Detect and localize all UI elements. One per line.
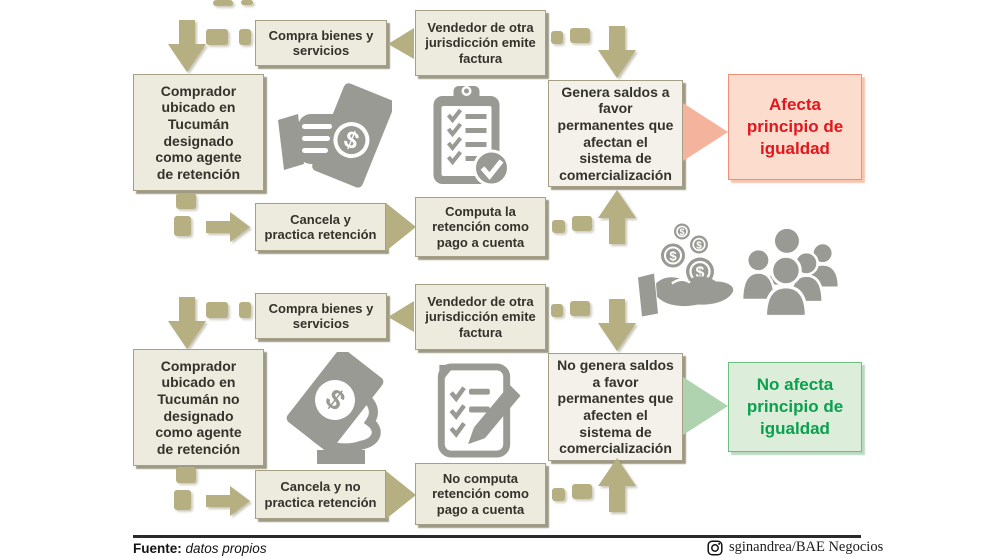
money-into-open-hand-icon: $	[286, 352, 384, 464]
box-vendedor-top: Vendedor de otra jurisdicción emite fact…	[415, 10, 546, 76]
hand-grabbing-money-icon: $	[278, 83, 392, 188]
flow-dash	[572, 484, 592, 499]
box-no-genera-saldos: No genera saldos a favor permanentes que…	[548, 353, 683, 461]
arrow-up-icon	[598, 458, 636, 512]
source-note: Fuente: datos propios	[133, 541, 267, 556]
flow-dash	[174, 490, 191, 510]
source-label: Fuente:	[133, 541, 182, 556]
flow-dash	[551, 304, 563, 317]
flow-dash	[552, 220, 565, 233]
box-genera-saldos: Genera saldos a favor permanentes que af…	[548, 80, 683, 187]
box-cancela-no-practica: Cancela y no practica retención	[255, 470, 386, 519]
flow-dash	[176, 193, 196, 209]
arrow-right-icon	[206, 486, 250, 516]
box-afecta-igualdad: Afecta principio de igualdad	[728, 74, 862, 180]
flow-dash	[551, 31, 563, 44]
svg-text:$: $	[696, 265, 705, 282]
people-group-icon	[740, 226, 840, 318]
flow-dash	[239, 302, 251, 318]
flow-dash	[206, 302, 228, 318]
box-no-afecta-igualdad: No afecta principio de igualdad	[728, 362, 862, 452]
flow-dash	[239, 29, 251, 45]
svg-text:$: $	[679, 227, 684, 237]
box-comprador-designado: Comprador ubicado en Tucumán designado c…	[133, 74, 264, 191]
arrow-right-negative-icon	[683, 103, 728, 161]
arrowhead-left-icon	[388, 301, 414, 332]
arrowhead-right-icon	[386, 471, 416, 519]
instagram-icon	[707, 539, 723, 556]
arrow-right-positive-icon	[683, 377, 728, 435]
arrowhead-right-icon	[386, 203, 416, 251]
arrowhead-left-icon	[388, 28, 414, 59]
arrow-up-icon	[598, 190, 636, 244]
flow-dash	[570, 301, 590, 316]
box-comprador-no-designado: Comprador ubicado en Tucumán no designad…	[133, 349, 264, 466]
flow-dash	[206, 29, 228, 45]
credit-text: sginandrea/BAE Negocios	[729, 539, 884, 555]
footer-divider	[133, 535, 861, 538]
arrow-down-icon	[598, 26, 636, 78]
box-computa-retencion: Computa la retención como pago a cuenta	[415, 197, 546, 257]
box-no-computa-retencion: No computa retención como pago a cuenta	[415, 463, 546, 525]
arrow-right-icon	[206, 212, 250, 242]
arrow-down-icon	[168, 297, 206, 349]
coins-into-hand-icon: $ $ $ $	[638, 223, 734, 317]
arrow-down-icon	[168, 20, 206, 72]
flow-dash	[176, 467, 196, 483]
box-cancela-practica: Cancela y practica retención	[255, 203, 386, 251]
flow-dash	[174, 216, 191, 236]
clipboard-checklist-check-icon	[433, 86, 510, 187]
arrow-down-icon	[598, 299, 636, 351]
credit: sginandrea/BAE Negocios	[707, 539, 883, 556]
flow-dash	[241, 0, 253, 5]
box-compra-bottom: Compra bienes y servicios	[255, 293, 387, 339]
svg-text:$: $	[696, 241, 702, 252]
flow-dash	[572, 216, 592, 231]
flow-dash	[552, 488, 565, 501]
box-vendedor-bottom: Vendedor de otra jurisdicción emite fact…	[415, 284, 546, 350]
svg-text:$: $	[669, 249, 677, 264]
document-checklist-pencil-icon	[437, 363, 521, 458]
flow-dash	[570, 28, 590, 43]
box-compra-top: Compra bienes y servicios	[255, 20, 387, 66]
source-value: datos propios	[185, 541, 267, 556]
flow-dash	[213, 0, 233, 6]
